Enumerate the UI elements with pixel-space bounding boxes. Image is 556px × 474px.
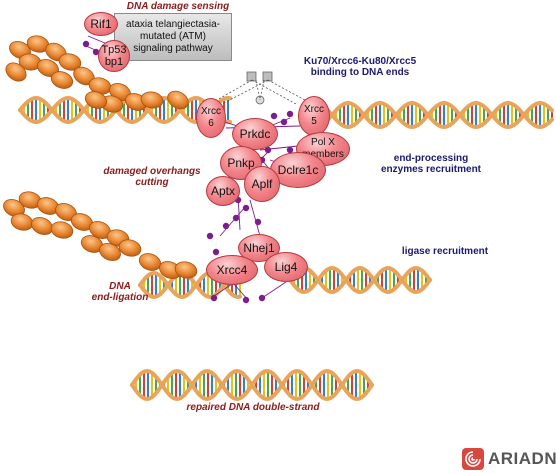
histone-octamer [5,62,27,82]
interaction-edge [249,199,261,237]
label-damaged-overhangs: damaged overhangs cutting [103,166,201,188]
protein-tp53bp1-label: Tp53 bp1 [101,44,127,68]
protein-rif1[interactable]: Rif1 [84,12,118,36]
protein-dclre1c-label: Dclre1c [277,163,319,177]
histone-octamer [50,221,74,239]
interaction-dot [270,112,278,120]
interaction-dot [212,248,220,256]
protein-polx-label: Pol X members [302,137,344,160]
protein-pnkp-label: Pnkp [227,156,255,170]
protein-nhej1-label: Nhej1 [243,241,275,255]
dna-backbone [298,100,554,130]
ariadne-logo: ARIADNE [462,448,556,470]
dna-backbone [18,95,232,125]
nucleosome-cluster-top [5,35,189,113]
protein-nhej1[interactable]: Nhej1 [238,234,280,262]
interaction-edge [221,79,269,105]
interaction-dot [242,204,250,212]
histone-octamer [50,71,74,89]
histone-octamer [58,53,82,71]
protein-xrcc4-label: Xrcc4 [216,263,248,277]
ariadne-logo-icon [462,448,484,470]
complex-node [262,71,273,82]
nucleosome-clusters [3,35,198,280]
interaction-dot [258,294,266,302]
dna-strand-mid-right [288,265,432,295]
protein-xrcc6-label: Xrcc 6 [201,106,221,129]
dna-strands [18,95,554,401]
label-dna-end-ligation: DNA end-ligation [91,281,149,303]
interaction-dot [232,214,240,222]
nucleosome-cluster-mid [3,191,198,280]
histone-octamer [174,261,198,279]
interaction-dot [286,110,294,118]
interaction-dot [92,48,100,56]
histone-octamer [84,91,108,109]
label-ku-binding: Ku70/Xrcc6-Ku80/Xrcc5 binding to DNA end… [303,56,417,78]
protein-lig4-label: Lig4 [274,260,298,274]
protein-xrcc5-label: Xrcc 5 [304,104,324,127]
protein-aplf-label: Aplf [251,177,273,191]
interaction-edge [261,281,287,299]
histone-octamer [167,90,189,110]
protein-prkdc-label: Prkdc [239,127,271,141]
protein-rif1-label: Rif1 [90,17,112,31]
interaction-dot [254,218,262,226]
interaction-edge [213,283,233,297]
label-repaired-dna: repaired DNA double-strand [186,402,320,413]
ariadne-logo-text: ARIADNE [488,449,556,468]
histone-octamer [31,216,53,236]
histone-octamer [140,91,164,109]
dna-strand-top-right [298,100,554,130]
histone-octamer [138,253,162,271]
dna-backbone [288,265,432,295]
label-ligase-recruitment: ligase recruitment [401,246,489,257]
protein-aptx[interactable]: Aptx [206,176,240,206]
label-dna-damage-sensing: DNA damage sensing [126,1,230,12]
interaction-dot [222,222,230,230]
dna-strand-repaired [130,369,374,401]
interaction-dot [82,40,90,48]
histone-octamer [118,239,142,257]
dna-backbone [298,100,554,130]
atm-signaling-box[interactable]: ataxia telangiectasia- mutated (ATM) sig… [114,13,232,61]
interaction-dot [210,294,218,302]
atm-signaling-label: ataxia telangiectasia- mutated (ATM) sig… [126,19,220,54]
label-end-processing: end-processing enzymes recruitment [380,153,482,175]
protein-xrcc5[interactable]: Xrcc 5 [298,96,330,136]
complex-node [246,71,257,82]
protein-tp53bp1[interactable]: Tp53 bp1 [98,40,130,72]
protein-lig4[interactable]: Lig4 [264,252,308,282]
interaction-edge [259,79,265,101]
interaction-dot [280,118,288,126]
dna-backbone [130,369,374,401]
interaction-dot [286,146,294,154]
interaction-edge [219,205,247,237]
dna-backbone [288,265,432,295]
protein-aptx-label: Aptx [210,184,235,198]
interaction-dot [206,232,214,240]
protein-xrcc6[interactable]: Xrcc 6 [196,98,226,138]
histone-octamer [3,198,25,218]
histone-octamer [99,242,121,262]
interaction-edge [255,79,261,101]
interaction-dot [264,146,272,154]
protein-aplf[interactable]: Aplf [244,166,280,202]
interaction-dot [242,296,250,304]
protein-xrcc4[interactable]: Xrcc4 [206,255,258,285]
interaction-edge [251,79,297,105]
